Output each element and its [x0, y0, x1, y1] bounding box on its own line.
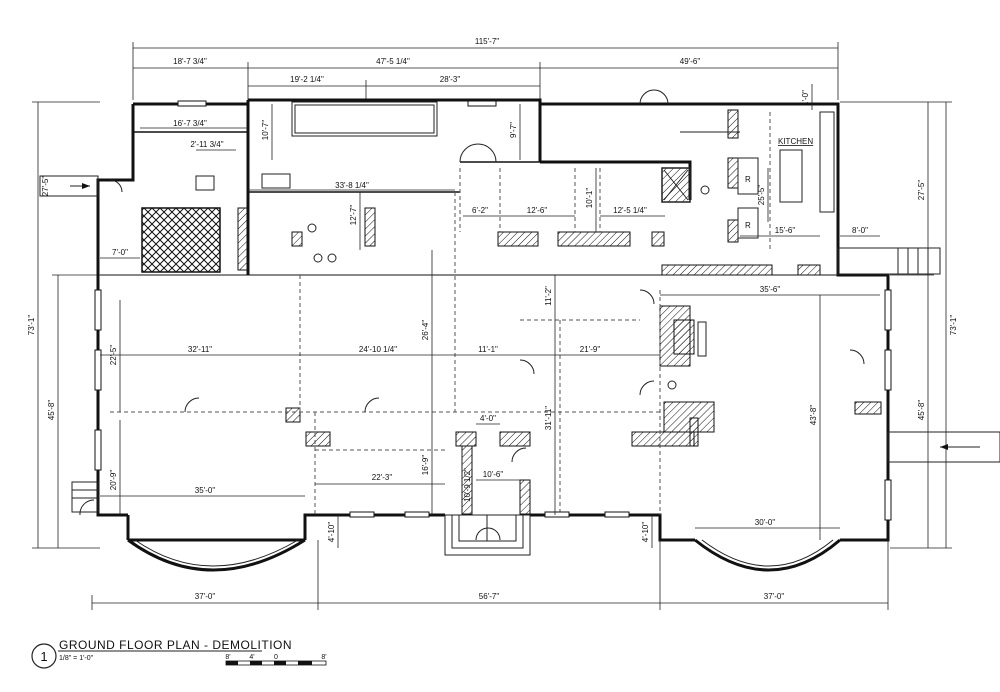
dim-left-27: 27'-5" — [41, 176, 50, 197]
dim-center-4: 4'-0" — [480, 414, 496, 423]
dim-vert-9-7: 9'-7" — [509, 122, 518, 138]
dim-left-45: 45'-8" — [47, 400, 56, 421]
scale-label-0: 8' — [225, 654, 230, 661]
interior-dashed-walls — [110, 112, 771, 515]
dim-right-35-6: 35'-6" — [760, 285, 781, 294]
dim-left-7: 7'-0" — [112, 248, 128, 257]
scale-label-1: 4' — [249, 654, 254, 661]
dim-bottom-right: 37'-0" — [764, 592, 785, 601]
canopy-outline — [291, 101, 438, 137]
dim-room-12-7: 12'-7" — [349, 205, 358, 226]
dim-left-20: 20'-9" — [109, 470, 118, 491]
dim-hall-11-1: 11'-1" — [478, 345, 498, 354]
scale-label-3: 8' — [321, 654, 326, 661]
dim-room-12-5: 12'-5 1/4" — [613, 206, 647, 215]
dim-bay-right: 4'-10" — [641, 522, 650, 543]
scale-label-2: 0 — [274, 654, 278, 661]
fixture-range-2: R — [745, 221, 751, 230]
dim-room-33: 33'-8 1/4" — [335, 181, 369, 190]
dim-room-16: 16'-7 3/4" — [173, 119, 207, 128]
dim-left-73: 73'-1" — [27, 315, 36, 336]
right-ramp — [887, 431, 1000, 463]
dim-hall-24: 24'-10 1/4" — [359, 345, 397, 354]
drawing-title: GROUND FLOOR PLAN - DEMOLITION — [59, 638, 292, 652]
dim-top-left: 18'-7 3/4" — [173, 57, 207, 66]
windows — [94, 100, 892, 521]
dim-right-8: 8'-0" — [852, 226, 868, 235]
room-label-kitchen: KITCHEN — [778, 137, 813, 146]
left-bottom-stair — [71, 481, 99, 513]
dim-kitchen-15: 15'-6" — [775, 226, 796, 235]
dim-room-2-11: 2'-11 3/4" — [190, 140, 223, 149]
dim-kitchen-25: 25'-5" — [757, 185, 766, 206]
dim-room-10-1: 10'-1" — [585, 188, 594, 209]
dim-top-middle: 47'-5 1/4" — [376, 57, 410, 66]
entry-steps — [444, 514, 531, 556]
dim-hall-11-2: 11'-2" — [544, 286, 553, 306]
dim-bottom-left: 37'-0" — [195, 592, 216, 601]
dim-hall-26: 26'-4" — [421, 320, 430, 341]
bay-windows — [127, 538, 841, 572]
internal-dimension-lines — [91, 84, 889, 610]
door-swings — [79, 89, 865, 541]
dim-right-43: 43'-8" — [809, 405, 818, 426]
drawing-number: 1 — [40, 649, 47, 664]
graphic-scale-bar — [225, 660, 327, 666]
dim-right-27: 27'-5" — [917, 180, 926, 201]
dim-left-35: 35'-0" — [195, 486, 216, 495]
dim-hall-21: 21'-9" — [580, 345, 601, 354]
dim-room-12-6: 12'-6" — [527, 206, 548, 215]
right-exterior-stairs — [837, 247, 941, 275]
drawing-scale: 1/8" = 1'-0" — [59, 655, 94, 662]
dim-center-10-9: 10'-9 1/2" — [463, 468, 472, 502]
dim-top-right: 49'-6" — [680, 57, 701, 66]
dim-center-10-6: 10'-6" — [483, 470, 504, 479]
kitchen-area — [661, 111, 835, 239]
dim-top-19: 19'-2 1/4" — [290, 75, 324, 84]
dim-center-22: 22'-3" — [372, 473, 393, 482]
dim-top-28: 28'-3" — [440, 75, 461, 84]
dim-center-31: 31'-11" — [544, 406, 553, 430]
restroom-fixtures — [195, 173, 710, 390]
title-block — [31, 643, 262, 669]
dim-right-30: 30'-0" — [755, 518, 776, 527]
dim-hall-32: 32'-11" — [188, 345, 212, 354]
dim-left-22: 22'-5" — [109, 345, 118, 366]
dim-bay-left: 4'-10" — [327, 522, 336, 543]
dim-vert-10-7: 10'-7" — [261, 120, 270, 141]
dim-vert-1-0: 1'-0" — [801, 90, 810, 106]
dim-right-45: 45'-8" — [917, 400, 926, 421]
side-dimensions — [32, 101, 952, 549]
crosshatch-floor-area — [141, 207, 221, 273]
left-entry-ramp — [39, 175, 99, 197]
dim-overall-width: 115'-7" — [475, 37, 499, 46]
top-dimensions — [132, 42, 839, 100]
dim-right-73: 73'-1" — [949, 315, 958, 336]
dim-center-16: 16'-9" — [421, 455, 430, 476]
dim-bottom-middle: 56'-7" — [479, 592, 500, 601]
dim-room-6-2: 6'-2" — [472, 206, 488, 215]
fixture-range-1: R — [745, 175, 751, 184]
